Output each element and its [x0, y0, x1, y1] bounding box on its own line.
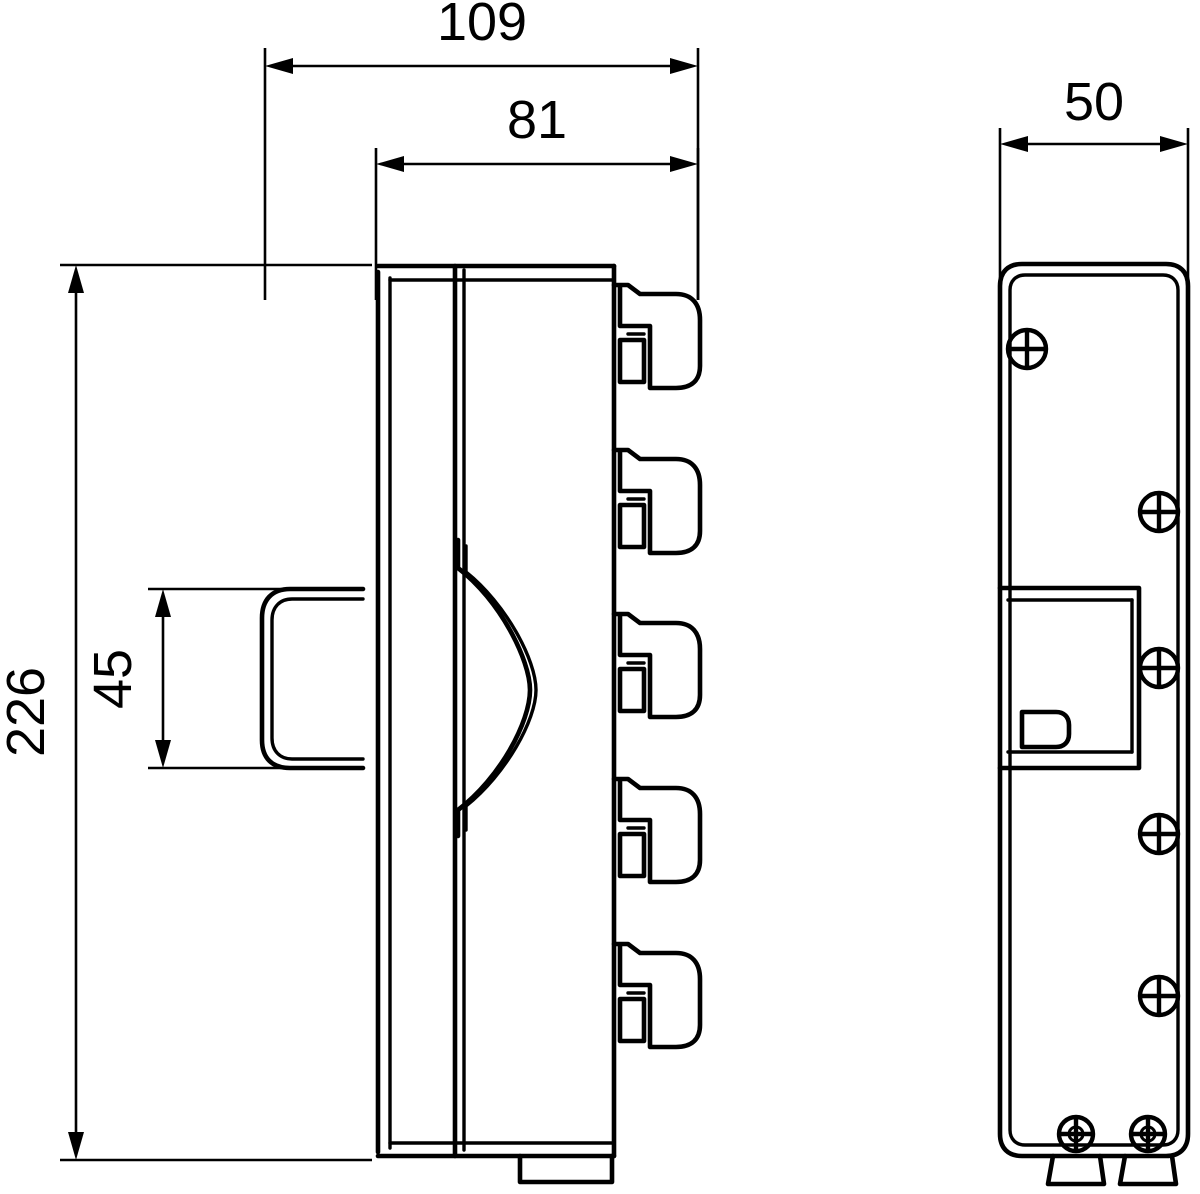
arrowhead-50-left: [1000, 136, 1028, 152]
screw-5: [1137, 974, 1181, 1018]
left-tab-inner: [270, 597, 365, 761]
dim-label-45: 45: [83, 649, 143, 709]
terminal-claw-5: [611, 941, 703, 1050]
side-body-outline: [997, 261, 1191, 1159]
terminal-claw-3: [611, 611, 703, 720]
side-view-body: [997, 261, 1191, 1187]
body-center-curve-outer: [455, 537, 533, 839]
side-foot-left: [1045, 1153, 1107, 1187]
arrowhead-81-left: [376, 156, 404, 172]
arrowhead-109-right: [670, 58, 698, 74]
claw-5-notch: [617, 996, 647, 1044]
dim-label-226: 226: [0, 667, 56, 757]
screw-3: [1137, 646, 1181, 690]
body-bottom-foot: [517, 1153, 615, 1185]
body-center-curve-inner: [464, 544, 538, 832]
claw-3-outer: [611, 611, 703, 720]
screw-4: [1137, 812, 1181, 856]
dimension-50: 50: [998, 72, 1190, 290]
arrowhead-81-right: [670, 156, 698, 172]
side-foot-right: [1117, 1153, 1179, 1187]
screw-6: [1056, 1114, 1096, 1154]
side-body-inner-outline: [1008, 273, 1180, 1147]
side-window-cutout: [997, 585, 1142, 771]
claw-1-notch: [617, 337, 647, 385]
dimension-45: 45: [83, 587, 300, 770]
claw-3-notch: [617, 666, 647, 714]
dimension-81: 81: [374, 90, 700, 300]
screw-7: [1128, 1114, 1168, 1154]
claw-2-outer: [611, 447, 703, 556]
claw-2-notch: [617, 502, 647, 550]
claw-4-outer: [611, 776, 703, 885]
side-window-outer: [997, 585, 1142, 771]
arrowhead-45-top: [155, 589, 171, 617]
terminal-claw-1: [611, 282, 703, 391]
dim-label-81: 81: [507, 90, 567, 150]
claw-1-outer: [611, 282, 703, 391]
dim-label-109: 109: [437, 0, 527, 52]
dim-label-50: 50: [1064, 72, 1124, 132]
screw-1: [1005, 327, 1049, 371]
terminal-claw-2: [611, 447, 703, 556]
arrowhead-226-top: [68, 265, 84, 293]
arrowhead-109-left: [265, 58, 293, 74]
side-window-slot: [1019, 709, 1072, 750]
front-view-body: [259, 263, 703, 1185]
dimension-109: 109: [263, 0, 700, 300]
screw-2: [1137, 490, 1181, 534]
claw-5-outer: [611, 941, 703, 1050]
arrowhead-50-right: [1160, 136, 1188, 152]
screw-7-inner-circle: [1139, 1125, 1157, 1143]
dimension-226: 226: [0, 263, 372, 1162]
claw-4-notch: [617, 831, 647, 879]
left-tab-outer: [259, 586, 366, 771]
arrowhead-226-bottom: [68, 1132, 84, 1160]
arrowhead-45-bottom: [155, 740, 171, 768]
terminal-claw-4: [611, 776, 703, 885]
screw-6-inner-circle: [1067, 1125, 1085, 1143]
